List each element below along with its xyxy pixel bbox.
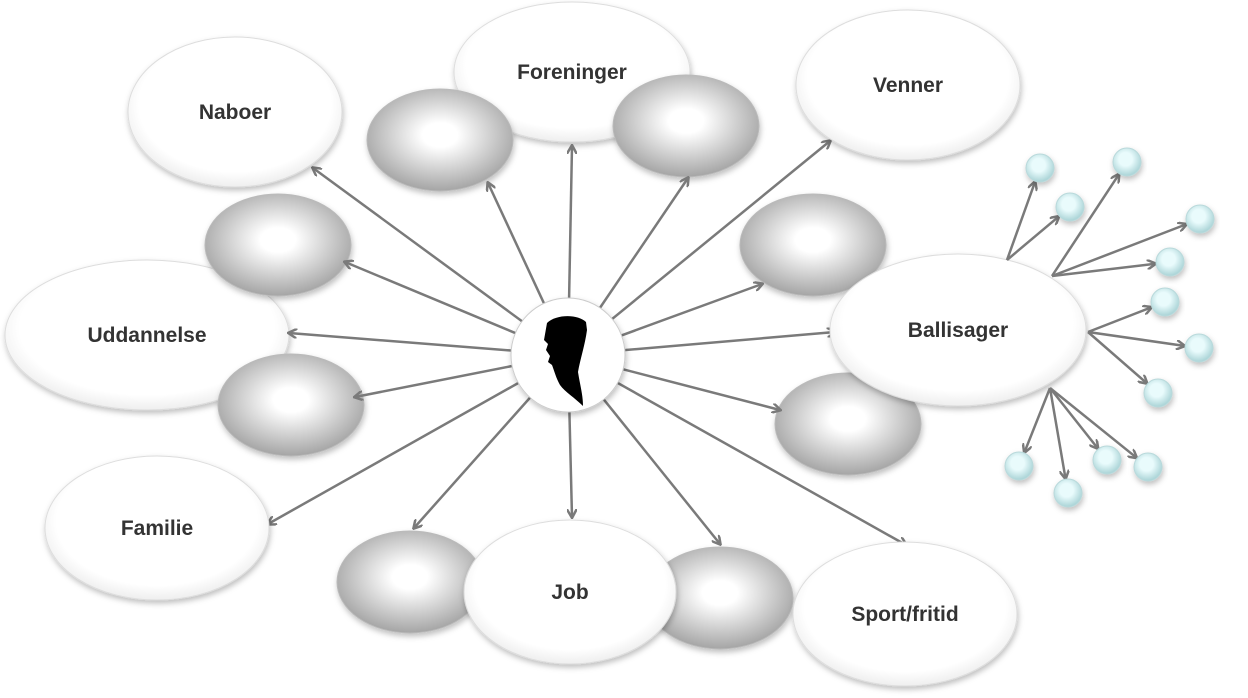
label-foreninger: Foreninger	[517, 61, 627, 84]
node-ballisager	[829, 253, 1087, 407]
node-naboer	[127, 36, 343, 188]
empty-node	[774, 372, 922, 476]
node-venner	[795, 9, 1021, 161]
small-node	[1185, 204, 1215, 234]
empty-node	[336, 530, 484, 634]
arrow	[569, 146, 572, 311]
arrow	[1087, 331, 1147, 383]
small-node	[1155, 247, 1185, 277]
label-naboer: Naboer	[199, 101, 271, 124]
small-node	[1092, 445, 1122, 475]
arrow	[1049, 387, 1098, 448]
empty-node	[612, 74, 760, 178]
small-node	[1004, 451, 1034, 481]
label-familie: Familie	[121, 517, 193, 540]
arrow	[313, 168, 533, 330]
arrow	[1006, 217, 1059, 261]
node-job	[463, 519, 677, 665]
arrow	[345, 262, 527, 339]
small-node	[1150, 287, 1180, 317]
arrow	[569, 399, 572, 517]
empty-node	[204, 193, 352, 297]
person-silhouette-icon	[544, 316, 587, 406]
arrow	[592, 178, 688, 319]
arrow	[1025, 387, 1052, 452]
arrow	[355, 362, 525, 397]
empty-node	[366, 88, 514, 192]
arrow	[414, 387, 540, 528]
arrow	[602, 141, 830, 328]
small-node	[1025, 153, 1055, 183]
arrow	[1051, 224, 1186, 278]
small-node	[1184, 333, 1214, 363]
arrow	[1048, 387, 1065, 478]
small-node	[1143, 378, 1173, 408]
node-familie	[44, 455, 270, 601]
arrow	[488, 183, 551, 315]
label-uddannelse: Uddannelse	[87, 324, 206, 347]
arrow	[606, 375, 906, 545]
arrow	[1051, 264, 1155, 278]
arrow	[611, 365, 780, 410]
empty-node	[217, 353, 365, 457]
label-job: Job	[551, 581, 588, 604]
arrow	[609, 284, 762, 341]
arrow	[289, 333, 524, 353]
label-ballisager: Ballisager	[908, 319, 1008, 342]
label-venner: Venner	[873, 74, 943, 97]
arrow	[1049, 387, 1136, 458]
small-node	[1133, 452, 1163, 482]
arrow	[1087, 307, 1151, 334]
small-node	[1055, 192, 1085, 222]
arrow	[595, 389, 720, 544]
arrow	[612, 332, 835, 353]
node-sport	[792, 541, 1018, 687]
arrow	[1050, 175, 1119, 277]
small-node	[1053, 478, 1083, 508]
small-node	[1112, 147, 1142, 177]
arrow	[268, 375, 530, 524]
arrow	[1087, 330, 1184, 346]
arrow	[1005, 182, 1035, 261]
empty-node	[739, 193, 887, 297]
label-sport: Sport/fritid	[851, 603, 958, 626]
